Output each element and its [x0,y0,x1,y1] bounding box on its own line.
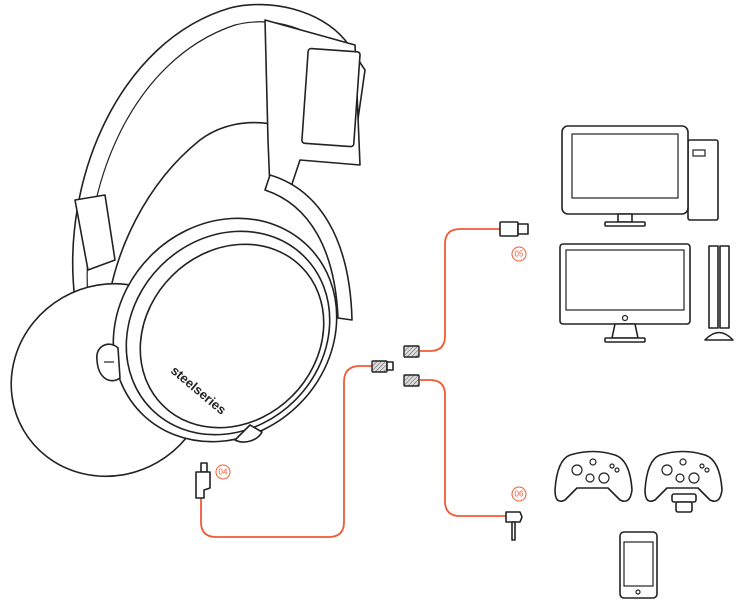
cable-05 [420,229,500,351]
audio-jack-plug [506,512,522,540]
svg-text:06: 06 [515,490,524,499]
svg-text:05: 05 [515,250,524,259]
usb-a-plug [500,222,528,236]
connector-hub-out-audio [404,375,419,386]
label-04: 04 [216,465,230,479]
xbox-controller-adapter-icon [645,452,722,513]
pc-monitor-icon [562,126,718,226]
playstation-console-icon [705,246,733,340]
cable-06 [420,380,506,516]
imac-icon [560,244,690,342]
label-06: 06 [512,487,526,501]
connector-hub-out-usb [404,346,419,357]
connector-04-plug [196,463,210,498]
svg-text:04: 04 [219,468,228,477]
connector-hub-in [372,361,393,372]
xbox-controller-icon [555,452,632,502]
label-05: 05 [512,247,526,261]
smartphone-icon [620,532,657,598]
headset: steelseries [0,5,383,513]
